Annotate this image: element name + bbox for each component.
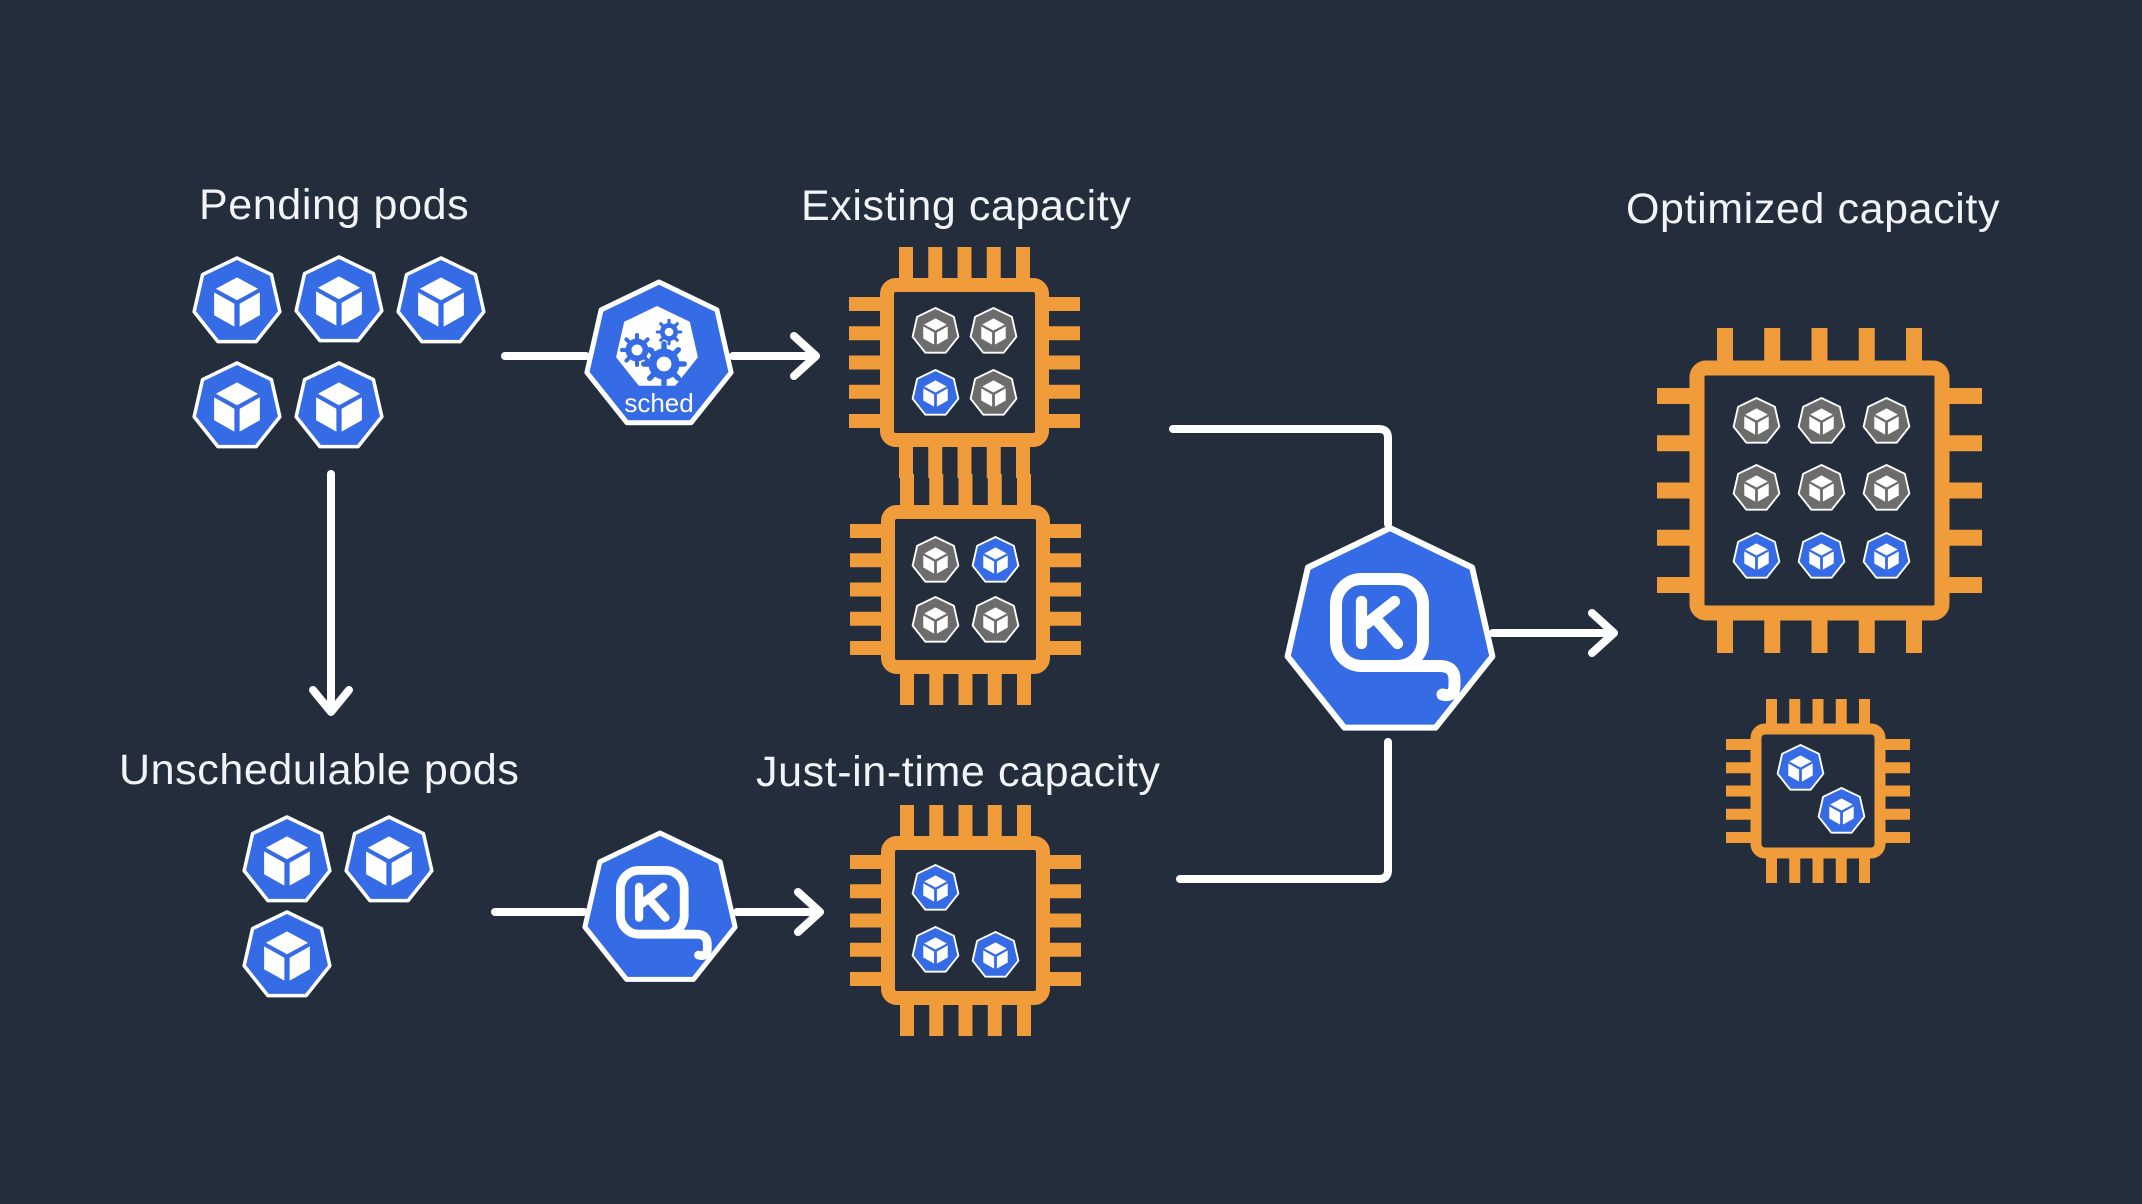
- chip-pin: [1869, 808, 1910, 820]
- chip-pin: [1726, 808, 1767, 820]
- chip-pin: [1766, 842, 1777, 883]
- pod-icon: [971, 596, 1020, 643]
- arrowhead-pending-to-unschedulable: [309, 686, 353, 716]
- pod-icon: [911, 596, 960, 643]
- existing-capacity-label: Existing capacity: [801, 182, 1132, 230]
- chip-pin: [1859, 842, 1870, 883]
- pod-icon: [1862, 464, 1911, 511]
- pending-pods-label: Pending pods: [199, 181, 470, 229]
- connector-existing-to-karpenter-main: [1169, 425, 1392, 528]
- pod-icon: [969, 369, 1018, 416]
- pod-icon: [971, 931, 1020, 978]
- karpenter-icon-main: [1284, 525, 1496, 731]
- scheduler-icon: sched: [584, 279, 734, 426]
- just-in-time-capacity-label: Just-in-time capacity: [756, 748, 1161, 796]
- chip-pin: [1869, 739, 1910, 750]
- chip-body: [881, 836, 1050, 1005]
- chip-pin: [1726, 785, 1767, 797]
- pod-icon: [969, 307, 1018, 354]
- pod-icon: [294, 361, 384, 449]
- chip-pin: [1726, 739, 1767, 750]
- existing-node-2: [850, 474, 1081, 705]
- pod-icon: [294, 255, 384, 343]
- pod-icon: [242, 815, 332, 903]
- pending-pods: [192, 255, 486, 449]
- chip-body: [881, 505, 1050, 674]
- chip-body: [1750, 723, 1886, 859]
- karpenter-icon-small: [582, 830, 738, 982]
- optimized-node-small: [1726, 699, 1910, 883]
- pod-icon: [1776, 744, 1825, 791]
- arrowhead-scheduler-to-existing: [790, 332, 820, 380]
- pod-icon: [1797, 464, 1846, 511]
- chip-pin: [1869, 785, 1910, 797]
- pod-icon: [1817, 787, 1866, 834]
- chip-pin: [1726, 762, 1767, 774]
- pod-icon: [1797, 532, 1846, 579]
- pod-icon: [1797, 397, 1846, 444]
- just-in-time-node: [850, 805, 1081, 1036]
- chip-pin: [1766, 699, 1777, 740]
- pod-icon: [344, 815, 434, 903]
- pod-icon: [911, 864, 960, 911]
- chip-pin: [1835, 699, 1847, 740]
- optimized-node-large: [1657, 328, 1982, 653]
- pod-icon: [396, 256, 486, 344]
- chip-pin: [1812, 699, 1824, 740]
- arrowhead-karpenter-to-just-in-time: [794, 888, 824, 936]
- chip-pin: [1726, 832, 1767, 843]
- pod-icon: [192, 256, 282, 344]
- pod-icon: [1732, 532, 1781, 579]
- chip-pin: [1869, 762, 1910, 774]
- pod-icon: [1732, 397, 1781, 444]
- pod-icon: [911, 926, 960, 973]
- pod-icon: [192, 361, 282, 449]
- flow-connectors: [309, 332, 1618, 936]
- pod-icon: [911, 369, 960, 416]
- arrowhead-karpenter-main-to-optimized: [1588, 609, 1618, 657]
- unschedulable-pods-label: Unschedulable pods: [119, 746, 520, 794]
- pod-icon: [911, 307, 960, 354]
- pod-icon: [1862, 397, 1911, 444]
- chip-pin: [1789, 842, 1801, 883]
- chip-pin: [1812, 842, 1824, 883]
- chip-pin: [1869, 832, 1910, 843]
- chip-pin: [1789, 699, 1801, 740]
- scheduler-label: sched: [624, 388, 693, 418]
- connector-just-in-time-to-karpenter-main: [1176, 738, 1392, 883]
- chip-pin: [1859, 699, 1870, 740]
- chip-pin: [1835, 842, 1847, 883]
- nodes-and-pods: [192, 247, 1982, 1036]
- pod-icon: [971, 536, 1020, 583]
- chip-body: [880, 278, 1049, 447]
- optimized-capacity-label: Optimized capacity: [1626, 185, 2001, 233]
- pod-icon: [242, 910, 332, 998]
- pod-icon: [1732, 464, 1781, 511]
- pod-icon: [911, 536, 960, 583]
- pod-icon: [1862, 532, 1911, 579]
- unschedulable-pods: [242, 815, 434, 998]
- existing-node-1: [849, 247, 1080, 478]
